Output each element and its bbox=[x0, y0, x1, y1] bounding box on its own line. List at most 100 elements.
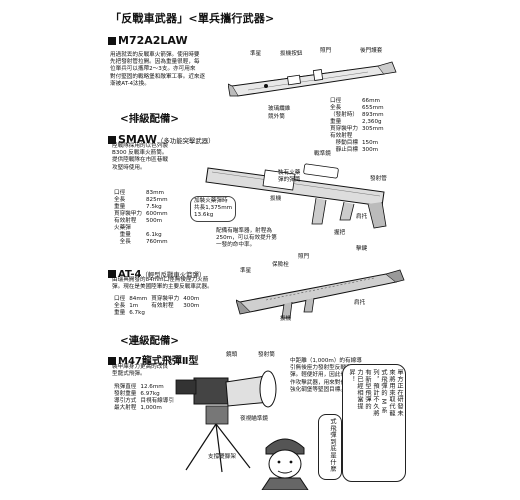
smaw-desc-line: 攻堅時使用。 bbox=[112, 164, 146, 171]
m47-name: M47龍式飛彈Ⅱ型 bbox=[118, 356, 199, 367]
spec-row: 火藥彈 bbox=[114, 225, 131, 231]
m47-note: 中距離（1,000m）的有線導 引無後座力發射型反戰車飛 彈。輕便好用，因此也可… bbox=[290, 358, 363, 394]
bubble-line: 式飛彈的 M 系 bbox=[380, 369, 387, 415]
m72-desc-line: 對付堅固的戰略堡和敵軍工事。近來逐 bbox=[110, 73, 206, 80]
note-line: 13.6kg bbox=[194, 212, 214, 219]
smaw-length-note: 加裝火藥彈時 共長1,375mm 13.6kg bbox=[190, 196, 237, 222]
m47-label-bipod: 支撐雙腳架 bbox=[208, 454, 236, 460]
smaw-label-sight: 戰準鏡 bbox=[314, 151, 331, 157]
smaw-label-trigger: 扳機 bbox=[270, 196, 282, 202]
page-title: 「反戰車武器」<單兵攜行武器> bbox=[110, 12, 275, 25]
m72-name: M72A2LAW bbox=[118, 34, 188, 47]
at4-label-shoulder: 肩托 bbox=[354, 300, 366, 306]
section-heading-platoon: <排級配備> bbox=[120, 113, 179, 125]
book-page: 「反戰車武器」<單兵攜行武器> M72A2LAW 用過就丟的反戰車火箭彈。使用時… bbox=[108, 10, 408, 492]
m47-desc-line: 型龍式飛彈。 bbox=[112, 371, 146, 378]
smaw-label-spotting2: 彈的彈筒 bbox=[278, 177, 301, 183]
note-line: 一發的命中率。 bbox=[216, 242, 256, 249]
m72-launcher-illustration bbox=[228, 61, 397, 97]
m72-label-rear-cover: 後門護套 bbox=[360, 48, 383, 54]
note-line: 作攻擊武器，用來對付電腦的 bbox=[290, 379, 363, 386]
smaw-description: 陸戰隊採用的以色列製 B300 反戰車火箭筒。 提供陸戰隊在市區巷戰 攻堅時使用… bbox=[112, 143, 168, 172]
bubble-line: 單方正在研發未 bbox=[396, 369, 403, 417]
smaw-subtitle: （多功能突擊武器） bbox=[157, 137, 215, 145]
bubble-line: 昇！ bbox=[348, 369, 355, 383]
bullet-square-icon bbox=[108, 270, 116, 278]
bullet-square-icon bbox=[108, 37, 116, 45]
note-line: 中距離（1,000m）的有線導 bbox=[290, 358, 362, 364]
soldier-cartoon-illustration bbox=[261, 438, 309, 490]
smaw-name: SMAW bbox=[118, 133, 158, 146]
m47-description: 裝甲庫身力更高的改良 型龍式飛彈。 bbox=[112, 364, 168, 378]
bullet-square-icon bbox=[108, 136, 116, 144]
note-line: 250m，可以有效提升第 bbox=[216, 235, 277, 242]
m72-desc-line: 先把發射管拉開。因為重量很輕，每 bbox=[110, 59, 200, 66]
smaw-desc-line: 提供陸戰隊在市區巷戰 bbox=[112, 157, 168, 164]
smaw-label-grip: 握把 bbox=[334, 230, 346, 236]
bubble-line: 列，預計不久將 bbox=[372, 369, 379, 417]
m72-label-tube: 玻璃纖維 bbox=[268, 106, 291, 112]
m47-launcher-illustration bbox=[175, 370, 277, 473]
smaw-sight-note: 配備有瞄準器，射程為 250m，可以有效提升第 一發的命中率。 bbox=[216, 228, 277, 250]
at4-name: AT-4 bbox=[118, 269, 142, 280]
smaw-launcher-illustration bbox=[205, 163, 387, 229]
m72-heading: M72A2LAW bbox=[108, 34, 188, 47]
at4-desc-line: 由瑞典開發的84mm口徑無後座力火箭 bbox=[112, 277, 209, 283]
m72-label-rear-sight: 照門 bbox=[320, 48, 332, 54]
bullet-square-icon bbox=[108, 357, 116, 365]
section-heading-company: <連級配備> bbox=[120, 335, 179, 347]
m47-label-night-sight: 夜視瞄準鏡 bbox=[240, 416, 268, 422]
smaw-heading: SMAW（多功能突擊武器） bbox=[108, 128, 215, 147]
bubble-line: 有新型飛彈的 bbox=[364, 369, 371, 410]
at4-launcher-illustration bbox=[236, 269, 405, 319]
at4-subtitle: （輕型反戰車火箭彈） bbox=[141, 271, 206, 279]
m72-desc-line: 漸被AT-4汰換。 bbox=[110, 80, 150, 87]
m72-label-outer-tube: 競外筒 bbox=[268, 114, 285, 120]
smaw-label-launcher: 發射管 bbox=[370, 176, 387, 182]
note-line: 配備有瞄準器，射程為 bbox=[216, 228, 272, 234]
m72-desc-line: 位單兵可以攜帶2～3支。亦可用來 bbox=[110, 66, 196, 73]
spec-row: （發射時）893mm bbox=[330, 112, 384, 118]
m47-label-launch-tube: 發射筒 bbox=[258, 352, 275, 358]
m47-heading: M47龍式飛彈Ⅱ型 bbox=[108, 349, 198, 368]
at4-label-cocking: 擊鍵 bbox=[356, 246, 368, 252]
m72-desc-line: 用過就丟的反戰車火箭彈。使用時要 bbox=[110, 52, 200, 58]
spec-row: 導引方式目視有線導引 bbox=[114, 398, 174, 404]
speech-bubble-text: 單方正在研發未 來將用來取代龍 式飛彈的 M 系 列，預計不久將 有新型飛彈的 … bbox=[347, 369, 403, 477]
at4-label-grip: 扳機 bbox=[280, 316, 292, 322]
at4-label-safety: 保險栓 bbox=[272, 262, 289, 268]
bubble-line: 來將用來取代龍 bbox=[388, 369, 395, 417]
smaw-desc-line: 陸戰隊採用的以色列製 bbox=[112, 143, 168, 149]
spec-row: 有效射程 bbox=[330, 133, 353, 139]
note-line: 加裝火藥彈時 bbox=[194, 198, 228, 204]
note-line: 共長1,375mm bbox=[194, 205, 233, 212]
note-line: 引無後座力發射型反戰車飛 bbox=[290, 365, 358, 372]
at4-desc-line: 彈。現在是美國陸軍的主要反戰車武器。 bbox=[112, 284, 213, 291]
m47-desc-line: 裝甲庫身力更高的改良 bbox=[112, 364, 168, 370]
speech-bubble-secondary: 式飛彈到底是什麼 bbox=[318, 414, 342, 480]
bubble-line: 力已經相當提 bbox=[356, 369, 363, 410]
at4-label-rear-sight: 照門 bbox=[298, 254, 310, 260]
smaw-label-spotting: 裝有火藥 bbox=[278, 170, 301, 176]
